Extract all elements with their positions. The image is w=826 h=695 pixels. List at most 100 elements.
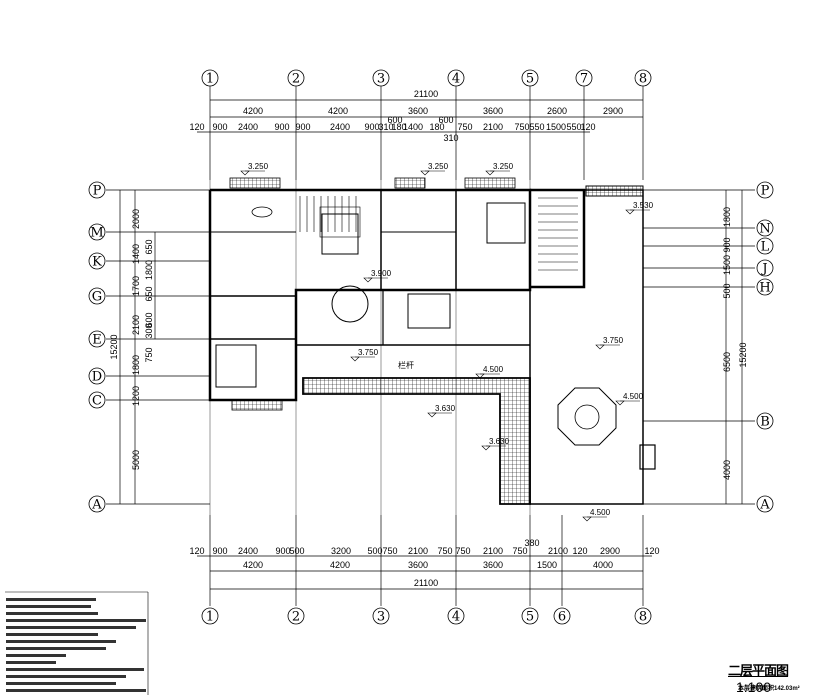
dimension-text: 2600 [547,106,567,116]
dimension-text: 120 [189,546,204,556]
axis-bubble-right-circle [756,412,774,430]
note-line [6,633,98,636]
elevation-marker [481,445,491,451]
axis-bubble-left: C [92,394,102,409]
dimension-text: 600 [438,115,453,125]
wall [208,188,532,402]
window-planter [394,177,426,189]
elevation-marker [240,170,250,176]
note-line [6,647,106,650]
dimension-text: 2400 [238,122,258,132]
note-line [6,668,144,671]
axis-bubble-right: A [759,498,770,513]
axis-bubble-left: M [90,226,103,241]
dimension-text: 750 [437,546,452,556]
planter [585,185,644,197]
wall [530,188,586,289]
dimension-text: 1700 [131,276,141,296]
dimension-text: 4200 [328,106,348,116]
axis-bubble-left: K [92,255,102,270]
axis-bubble-bottom-circle [372,607,390,625]
axis-bubble-bottom: 5 [526,610,534,625]
note-line [6,682,116,685]
axis-bubble-bottom-circle [521,607,539,625]
dimension-text: 650 [144,239,154,254]
dimension-text: 21100 [414,89,438,99]
railing-label: 栏杆 [398,360,414,370]
axis-bubble-right-circle [756,237,774,255]
window-planter [229,177,281,189]
dimension-text: 4200 [243,560,263,570]
balcony-grating [302,377,531,505]
axis-bubble-right-circle [756,495,774,513]
dimension-text: 500 [722,283,732,298]
axis-bubble-top-circle [287,69,305,87]
dimension-text: 4000 [722,460,732,480]
axis-bubble-right: L [761,240,770,255]
elevation-marker [595,344,605,350]
elevation-text: 3.250 [248,162,269,171]
elevation-text: 4.500 [590,508,611,517]
floor-area-note: 本层建筑面积142.03m² [738,686,800,692]
dimension-text: 300 [144,323,154,338]
dimension-text: 900 [295,122,310,132]
dimension-text: 900 [274,122,289,132]
dimension-text: 1800 [722,207,732,227]
dimension-text: 15200 [109,334,119,359]
axis-grid-lines [106,86,755,606]
general-notes-block [5,591,149,695]
axis-bubble-bottom: 8 [639,610,647,625]
dimension-text: 500 [367,546,382,556]
axis-bubble-top-circle [634,69,652,87]
round-table [331,285,369,323]
dimension-text: 310 [378,122,393,132]
axis-bubble-top: 2 [292,72,300,87]
axis-bubble-right: N [759,222,770,237]
axis-bubble-top-circle [447,69,465,87]
note-line [6,612,98,615]
elevation-marker [625,209,635,215]
elevation-text: 3.630 [489,437,510,446]
axis-bubble-left: A [91,498,102,513]
drawing-title-block: 二层平面图 1:100 [728,660,826,695]
axis-bubble-top-circle [372,69,390,87]
note-line [6,626,136,629]
tea-table [407,293,451,329]
axis-bubble-left-circle [88,495,106,513]
axis-bubble-right-circle [756,259,774,277]
note-line [6,619,146,622]
dimension-text: 2900 [603,106,623,116]
dimension-text: 750 [514,122,529,132]
walls [208,177,656,505]
dimension-text: 1500 [546,122,566,132]
axis-bubble-left: E [92,333,102,348]
dimension-text: 310 [443,133,458,143]
dimension-text: 120 [189,122,204,132]
dimension-text: 750 [382,546,397,556]
axis-bubble-right-circle [756,219,774,237]
dimension-text: 1500 [722,255,732,275]
dimension-text: 3600 [408,106,428,116]
elevation-marker [615,400,625,406]
axis-bubble-left-circle [88,330,106,348]
dimension-text: 600 [387,115,402,125]
axis-bubble-top-circle [201,69,219,87]
axis-bubble-bottom: 4 [452,610,460,625]
elevation-marker [363,277,373,283]
elevation-text: 3.250 [428,162,449,171]
elevation-marker [485,170,495,176]
dimension-text: 500 [289,546,304,556]
dimension-text: 750 [457,122,472,132]
dimension-text: 1400 [403,122,423,132]
roof-terrace-outline [529,189,644,505]
dimension-text: 2400 [238,546,258,556]
dimension-text: 120 [580,122,595,132]
drawing-title: 二层平面图 [728,663,789,678]
dimension-text: 21100 [414,578,438,588]
octagonal-table [557,387,617,446]
axis-bubble-top-circle [521,69,539,87]
dimension-text: 1800 [131,355,141,375]
fireplace [639,444,656,470]
